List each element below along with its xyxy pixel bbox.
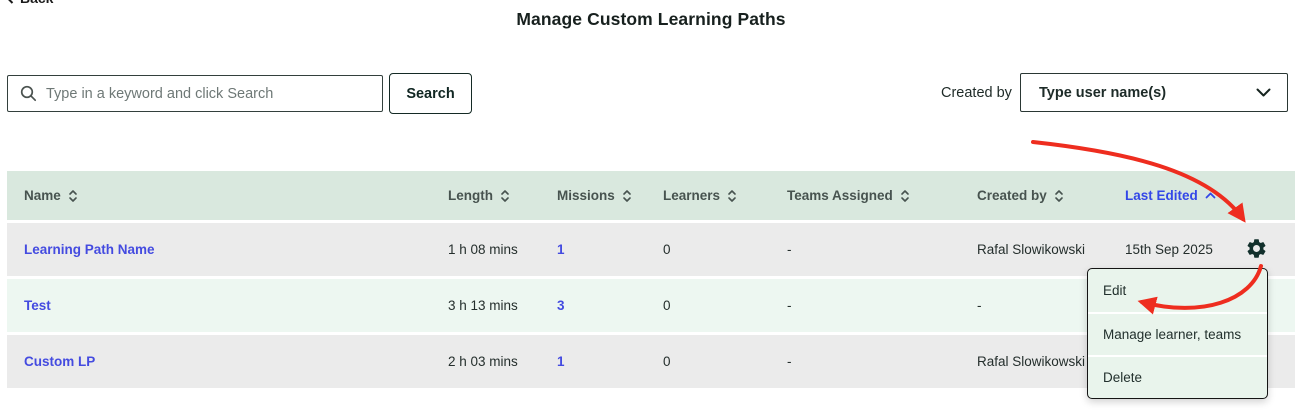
cell-missions: 1 (540, 354, 646, 369)
created-by-dropdown-value: Type user name(s) (1039, 84, 1167, 101)
cell-teams: - (787, 242, 792, 257)
cell-missions: 3 (540, 298, 646, 313)
sort-arrows-icon (501, 189, 509, 202)
created-by-filter-label: Created by (941, 85, 1012, 101)
missions-link[interactable]: 1 (557, 242, 565, 257)
cell-length: 2 h 03 mins (448, 354, 518, 369)
missions-link[interactable]: 3 (557, 298, 565, 313)
cell-learners: 0 (663, 354, 671, 369)
menu-item-manage-learner-teams[interactable]: Manage learner, teams (1088, 312, 1267, 355)
cell-teams: - (787, 354, 792, 369)
cell-name: Custom LP (7, 354, 431, 369)
cell-learners: 0 (663, 298, 671, 313)
learning-paths-table: Name Length Missions Learners Teams Assi… (7, 171, 1295, 388)
chevron-up-icon (1205, 192, 1216, 199)
cell-created-by: - (977, 298, 982, 313)
chevron-left-icon (8, 0, 14, 4)
chevron-down-icon (1256, 88, 1271, 97)
cell-created-by: Rafal Slowikowski (977, 242, 1086, 257)
sort-arrows-icon (68, 189, 77, 202)
row-actions-button[interactable] (1245, 237, 1268, 260)
gear-icon (1247, 238, 1266, 258)
search-input[interactable] (46, 85, 382, 102)
cell-created-by: Rafal Slowikowski (977, 354, 1086, 369)
column-header-last-edited[interactable]: Last Edited (1108, 188, 1235, 203)
learning-path-link[interactable]: Test (24, 298, 51, 313)
cell-missions: 1 (540, 242, 646, 257)
table-row: Learning Path Name 1 h 08 mins 1 0 - Raf… (7, 223, 1295, 276)
column-header-learners[interactable]: Learners (646, 188, 770, 203)
column-header-name[interactable]: Name (7, 188, 431, 203)
table-header-row: Name Length Missions Learners Teams Assi… (7, 171, 1295, 220)
cell-learners: 0 (663, 242, 671, 257)
cell-teams: - (787, 298, 792, 313)
created-by-dropdown[interactable]: Type user name(s) (1020, 73, 1288, 112)
menu-item-delete[interactable]: Delete (1088, 355, 1267, 398)
menu-item-edit[interactable]: Edit (1103, 283, 1127, 298)
column-header-missions[interactable]: Missions (540, 188, 646, 203)
column-header-length[interactable]: Length (431, 188, 540, 203)
search-field (7, 75, 383, 112)
page-title: Manage Custom Learning Paths (516, 9, 786, 29)
learning-path-link[interactable]: Learning Path Name (24, 242, 155, 257)
sort-arrows-icon (728, 189, 736, 202)
sort-arrows-icon (1054, 189, 1063, 202)
cell-name: Test (7, 298, 431, 313)
cell-last-edited: 15th Sep 2025 (1125, 242, 1213, 257)
search-icon (20, 85, 37, 102)
missions-link[interactable]: 1 (557, 354, 565, 369)
column-header-teams-assigned[interactable]: Teams Assigned (770, 188, 960, 203)
sort-arrows-icon (622, 189, 631, 202)
search-button[interactable]: Search (389, 73, 472, 114)
table-row: Custom LP 2 h 03 mins 1 0 - Rafal Slowik… (7, 335, 1295, 388)
row-actions-menu: Edit Manage learner, teams Delete (1087, 268, 1268, 399)
cell-length: 1 h 08 mins (448, 242, 518, 257)
cell-name: Learning Path Name (7, 242, 431, 257)
learning-path-link[interactable]: Custom LP (24, 354, 96, 369)
table-row: Test 3 h 13 mins 3 0 - - (7, 279, 1295, 332)
back-label: Back (20, 0, 53, 6)
column-header-created-by[interactable]: Created by (960, 188, 1108, 203)
cell-length: 3 h 13 mins (448, 298, 518, 313)
back-button[interactable]: Back (6, 0, 53, 6)
sort-arrows-icon (900, 189, 909, 202)
